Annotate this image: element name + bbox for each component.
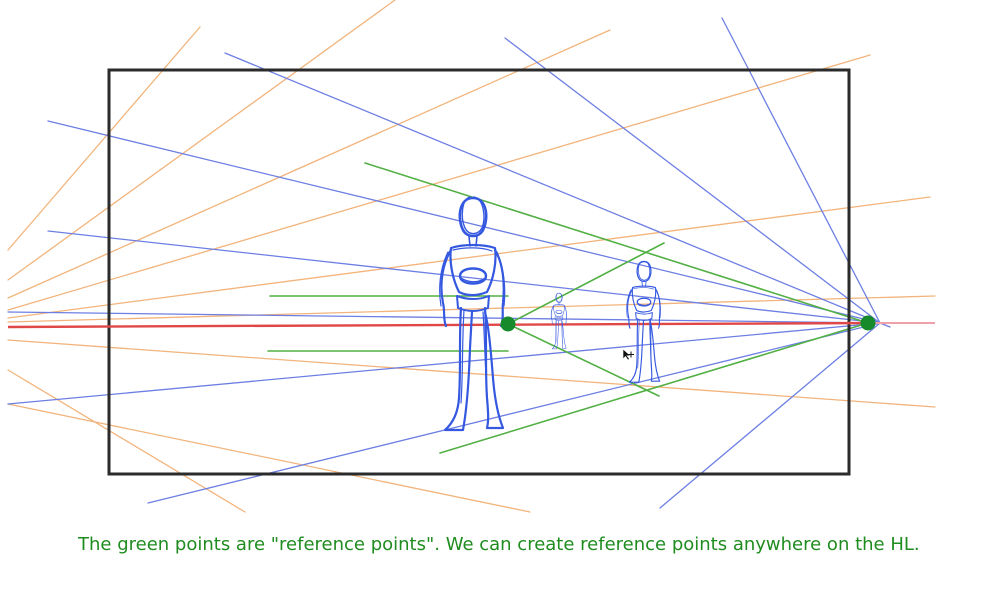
- figure-stroke: [636, 260, 652, 283]
- figure-stroke: [482, 311, 489, 407]
- green-guide-line: [439, 322, 869, 454]
- move-cursor-icon: [622, 348, 634, 361]
- blue-guide-lines: [7, 17, 891, 509]
- figure-stroke: [555, 309, 563, 315]
- figure-stroke: [564, 306, 567, 320]
- orange-guide-line: [7, 196, 931, 319]
- figure-far: [550, 292, 567, 350]
- blue-guide-line: [659, 322, 881, 509]
- blue-guide-line: [47, 230, 881, 324]
- orange-guide-line: [7, 295, 936, 323]
- figure-stroke: [636, 297, 652, 307]
- figure-stroke: [461, 196, 485, 235]
- figure-stroke: [439, 251, 449, 307]
- figure-stroke: [449, 243, 497, 297]
- figure-stroke: [561, 320, 563, 344]
- figure-stroke: [452, 247, 493, 283]
- figure-sketches: [439, 196, 661, 432]
- figure-stroke: [631, 285, 657, 313]
- figure-stroke: [555, 292, 563, 303]
- reference-point-right: [860, 315, 876, 331]
- figure-front: [439, 196, 506, 432]
- figure-stroke: [554, 305, 564, 314]
- blue-guide-line: [147, 322, 881, 504]
- figure-stroke: [458, 267, 488, 285]
- caption-text: The green points are "reference points".…: [78, 534, 920, 555]
- figure-stroke: [626, 289, 632, 319]
- figure-stroke: [656, 289, 661, 319]
- green-guide-lines: [267, 162, 869, 454]
- green-guide-line: [507, 242, 665, 325]
- figure-stroke: [460, 309, 465, 404]
- figure-stroke: [496, 251, 506, 307]
- green-guide-line: [364, 162, 869, 324]
- figure-stroke: [633, 287, 655, 306]
- horizon-line: [7, 321, 876, 329]
- figure-stroke: [440, 248, 453, 328]
- figure-stroke: [638, 260, 651, 281]
- orange-guide-line: [7, 54, 871, 311]
- green-guide-line: [507, 323, 660, 397]
- figure-middle: [626, 260, 661, 383]
- orange-guide-line: [7, 339, 936, 408]
- orange-guide-line: [7, 0, 396, 281]
- blue-guide-line: [47, 120, 881, 324]
- blue-guide-line: [7, 322, 881, 405]
- figure-stroke: [551, 305, 554, 325]
- blue-guide-line: [504, 37, 881, 324]
- blue-guide-line: [721, 17, 881, 324]
- orange-guide-line: [7, 403, 531, 513]
- figure-stroke: [443, 306, 474, 432]
- figure-stroke: [627, 288, 634, 329]
- orange-guide-line: [7, 369, 246, 513]
- picture-frame: [107, 68, 851, 476]
- figure-stroke: [555, 319, 557, 343]
- blue-guide-line: [224, 52, 881, 324]
- figure-stroke: [556, 292, 562, 302]
- orange-guide-line: [7, 26, 201, 251]
- reference-point-left: [500, 316, 516, 332]
- figure-stroke: [552, 319, 560, 350]
- figure-stroke: [550, 306, 554, 320]
- figure-stroke: [628, 318, 645, 383]
- orange-guide-lines: [7, 0, 936, 513]
- figure-stroke: [648, 320, 653, 371]
- figure-stroke: [458, 196, 488, 238]
- figure-stroke: [553, 304, 565, 317]
- figure-stroke: [637, 319, 640, 369]
